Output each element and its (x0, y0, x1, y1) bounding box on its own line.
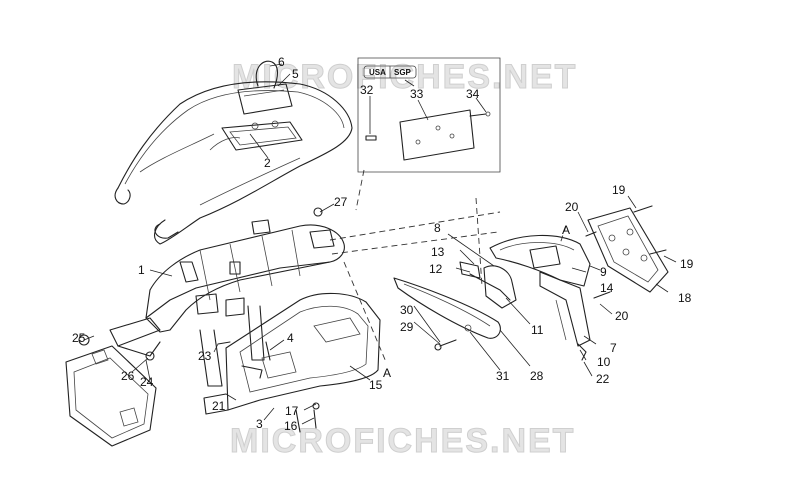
part-label-16: 16 (284, 419, 298, 433)
part-label-34: 34 (466, 87, 480, 101)
part-label-25: 25 (72, 331, 86, 345)
badge-sgp: SGP (394, 68, 412, 77)
part-label-8: 8 (434, 221, 441, 235)
part-label-19-second: 19 (680, 257, 694, 271)
part-label-21: 21 (212, 399, 226, 413)
part-label-5: 5 (292, 67, 299, 81)
part-label-20-second: 20 (615, 309, 629, 323)
part-label-29: 29 (400, 320, 414, 334)
fasteners-drawing (217, 339, 457, 433)
part-label-7: 7 (610, 341, 617, 355)
part-label-22: 22 (596, 372, 610, 386)
part-label-15: 15 (369, 378, 383, 392)
watermark-top: MICROFICHES.NET (232, 58, 577, 96)
part-label-23: 23 (198, 349, 212, 363)
part-label-19: 19 (612, 183, 626, 197)
part-label-31: 31 (496, 369, 510, 383)
part-label-27: 27 (334, 195, 348, 209)
mudguard-drawing (393, 261, 517, 339)
ref-marker-a-lower: A (383, 366, 391, 380)
rear-subframe-drawing (78, 207, 345, 387)
part-label-26: 26 (121, 369, 135, 383)
part-label-6: 6 (278, 55, 285, 69)
part-label-9: 9 (600, 265, 607, 279)
part-label-14: 14 (600, 281, 614, 295)
left-bracket-drawing (65, 345, 157, 447)
badge-usa: USA (369, 68, 386, 77)
part-label-20: 20 (565, 200, 579, 214)
seat-cowl-drawing (114, 60, 353, 245)
plate-holder-drawing (489, 205, 669, 361)
part-label-28: 28 (530, 369, 544, 383)
license-plate-inset: USA SGP (357, 57, 501, 173)
part-label-18: 18 (678, 291, 692, 305)
part-label-12: 12 (429, 262, 443, 276)
part-label-3: 3 (256, 417, 263, 431)
part-label-11: 11 (531, 323, 544, 337)
part-label-2: 2 (264, 156, 271, 170)
part-label-4: 4 (287, 331, 294, 345)
part-label-17: 17 (285, 404, 299, 418)
part-label-24: 24 (140, 375, 154, 389)
part-label-10: 10 (597, 355, 611, 369)
part-label-30: 30 (400, 303, 414, 317)
assembly-dashed-lines (329, 169, 567, 363)
part-label-32: 32 (360, 83, 374, 97)
leader-lines (83, 63, 677, 425)
watermark-bottom: MICROFICHES.NET (230, 422, 575, 460)
part-number-labels: 1 2 3 4 5 6 7 8 9 10 11 12 13 14 15 16 1… (72, 55, 694, 433)
ref-marker-a-upper: A (562, 223, 570, 237)
part-label-1: 1 (138, 263, 145, 277)
part-label-13: 13 (431, 245, 445, 259)
part-label-33: 33 (410, 87, 424, 101)
undertray-drawing (203, 292, 381, 415)
